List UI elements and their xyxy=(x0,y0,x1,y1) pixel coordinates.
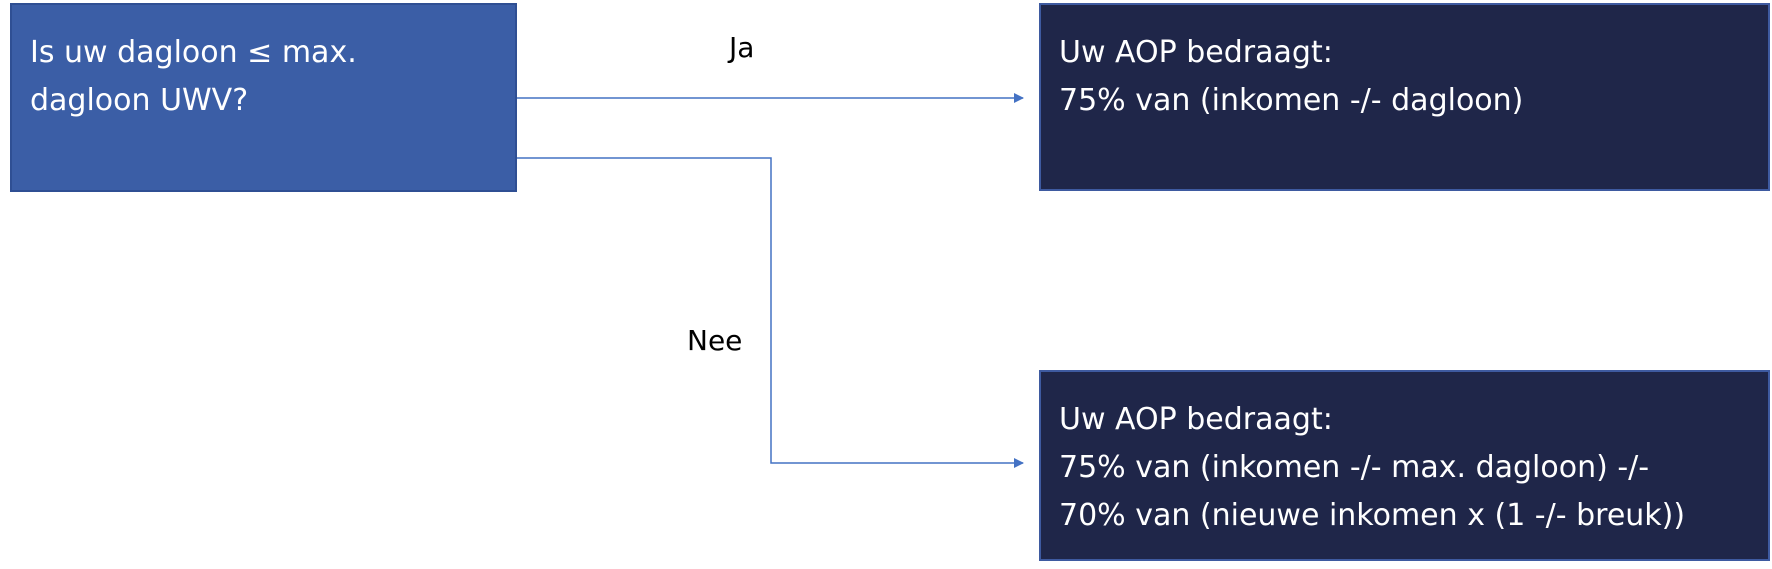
no-result-box: Uw AOP bedraagt: 75% van (inkomen -/- ma… xyxy=(1039,370,1770,561)
yes-branch-label: Ja xyxy=(729,31,755,64)
no-result-line-2: 75% van (inkomen -/- max. dagloon) -/- xyxy=(1059,450,1650,485)
no-result-line-3: 70% van (nieuwe inkomen x (1 -/- breuk)) xyxy=(1059,498,1686,533)
yes-result-box: Uw AOP bedraagt: 75% van (inkomen -/- da… xyxy=(1039,3,1770,191)
question-line-1: Is uw dagloon ≤ max. xyxy=(30,35,357,70)
question-line-2: dagloon UWV? xyxy=(30,83,249,118)
question-box: Is uw dagloon ≤ max. dagloon UWV? xyxy=(10,3,517,192)
yes-result-line-2: 75% van (inkomen -/- dagloon) xyxy=(1059,83,1524,118)
no-branch-label: Nee xyxy=(687,324,743,357)
yes-result-line-1: Uw AOP bedraagt: xyxy=(1059,35,1333,70)
no-connector-arrow xyxy=(517,157,1024,468)
no-result-line-1: Uw AOP bedraagt: xyxy=(1059,402,1333,437)
